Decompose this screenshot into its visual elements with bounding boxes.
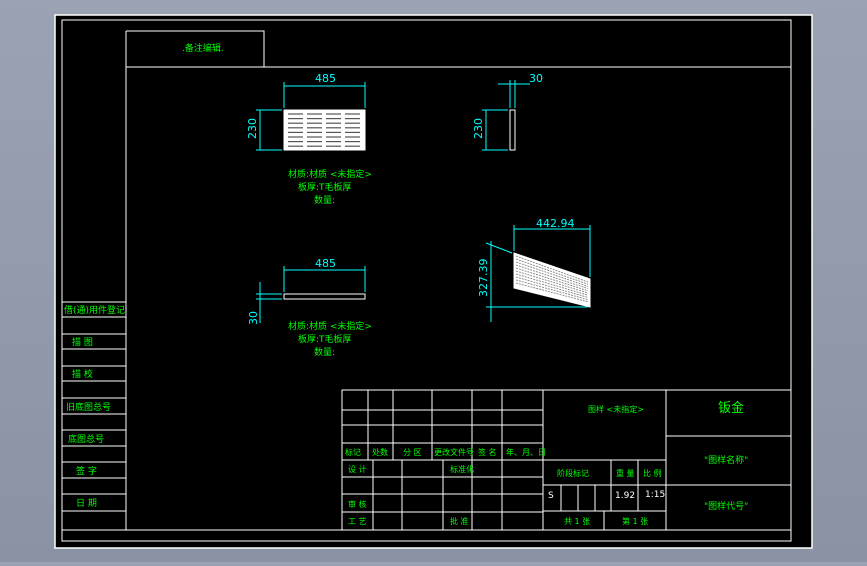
top-view[interactable]: 485 230 材质:材质 <未指定> 板厚:T毛板厚 数量: [246,72,372,206]
note-thickness: 板厚:T毛板厚 [298,333,352,345]
hatch-line [515,267,589,292]
strip-label: 借(通)用件登记 [64,304,125,316]
hatch-line [515,282,589,303]
strip-label: 旧底图总号 [66,401,111,413]
standard-label: 标准化 [450,464,474,474]
process-label: 工 艺 [348,517,367,526]
dim-side-width: 30 [529,72,543,85]
material-label: 图样 <未指定> [588,404,644,414]
scale-label: 比 例 [643,468,662,478]
hatch-line [515,255,589,283]
weight-value: 1.92 [615,491,635,501]
header-count: 处数 [372,447,388,457]
strip-label: 底图总号 [68,433,104,445]
top-view-plate [283,109,366,151]
note-quantity: 数量: [314,194,335,206]
drawing-code: "图样代号" [704,500,748,512]
note-box-text: .备注编辑. [182,42,224,54]
hatch-line [515,276,589,298]
inner-frame [61,19,792,542]
header-sign: 签 名 [478,447,497,457]
hatch-line [515,279,589,300]
dim-top-width: 485 [315,72,336,85]
strip-label: 签 字 [76,465,97,477]
note-quantity: 数量: [314,346,335,358]
side-view-plate [509,109,516,151]
title-block-values: S 1.92 1:15 [548,490,665,501]
title-block-text: 标记 处数 分 区 更改文件号 签 名 年、月、日 设 计 标准化 审 核 工 … [345,404,662,526]
hatch-line [515,273,589,296]
note-material: 材质:材质 <未指定> [288,320,372,332]
hatch-line [515,270,589,294]
header-mark: 标记 [345,447,361,457]
dim-ext-top [485,242,513,254]
iso-view[interactable]: 442.94 327.39 [477,217,591,322]
approve-label: 批 准 [450,516,469,526]
part-name: 钣金 [718,400,744,416]
sheet-border [54,14,813,549]
header-zone: 分 区 [403,448,422,457]
dim-front-width: 485 [315,257,336,270]
drawing-name: "图样名称" [704,454,748,466]
strip-label: 日 期 [76,498,97,509]
side-view[interactable]: 30 230 [472,72,543,151]
front-view-plate [283,293,366,300]
title-block [341,389,792,531]
note-thickness: 板厚:T毛板厚 [298,181,352,193]
dim-front-height: 30 [247,311,260,325]
dim-iso-width: 442.94 [536,217,575,230]
left-strip [62,301,126,512]
left-strip-labels: 借(通)用件登记 描 图 描 校 旧底图总号 底图总号 签 字 日 期 [64,304,125,509]
sheets-total: 共 1 张 [564,517,590,526]
dim-iso-height: 327.39 [477,259,490,298]
strip-label: 描 图 [72,336,93,348]
iso-view-plate [513,252,591,308]
sheet-number: 第 1 张 [622,516,648,526]
stage-label: 阶段标记 [557,468,589,478]
front-view[interactable]: 485 30 材质:材质 <未指定> 板厚:T毛板厚 数量: [247,257,372,358]
hatch-line [515,261,589,287]
iso-view-hatch [515,255,589,303]
weight-label: 重 量 [616,468,635,478]
scale-value: 1:15 [645,490,665,500]
hatch-line [515,258,589,285]
hatch-line [515,264,589,289]
note-material: 材质:材质 <未指定> [288,168,372,180]
top-view-slots [288,113,360,147]
strip-label: 描 校 [72,368,93,380]
dim-top-height: 230 [246,118,259,139]
design-label: 设 计 [348,464,367,474]
header-date: 年、月、日 [506,447,546,457]
stage-value: S [548,491,554,501]
header-change-doc: 更改文件号 [434,447,474,457]
dim-side-height: 230 [472,118,485,139]
review-label: 审 核 [348,499,367,509]
